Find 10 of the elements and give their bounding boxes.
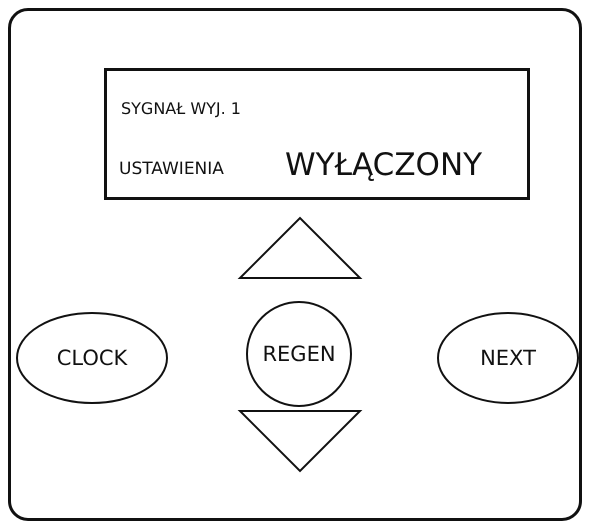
display-text: SYGNAŁ WYJ. 1: [121, 99, 241, 118]
display-text: USTAWIENIA: [119, 159, 224, 179]
oval-button: REGEN: [246, 301, 352, 407]
control-panel: [8, 8, 582, 521]
up-arrow-button: [239, 217, 361, 279]
oval-button: NEXT: [437, 312, 579, 404]
oval-button: CLOCK: [16, 312, 168, 404]
display-value: WYŁĄCZONY: [285, 147, 482, 183]
down-arrow-button: [239, 410, 361, 472]
lcd-display: [104, 68, 530, 200]
